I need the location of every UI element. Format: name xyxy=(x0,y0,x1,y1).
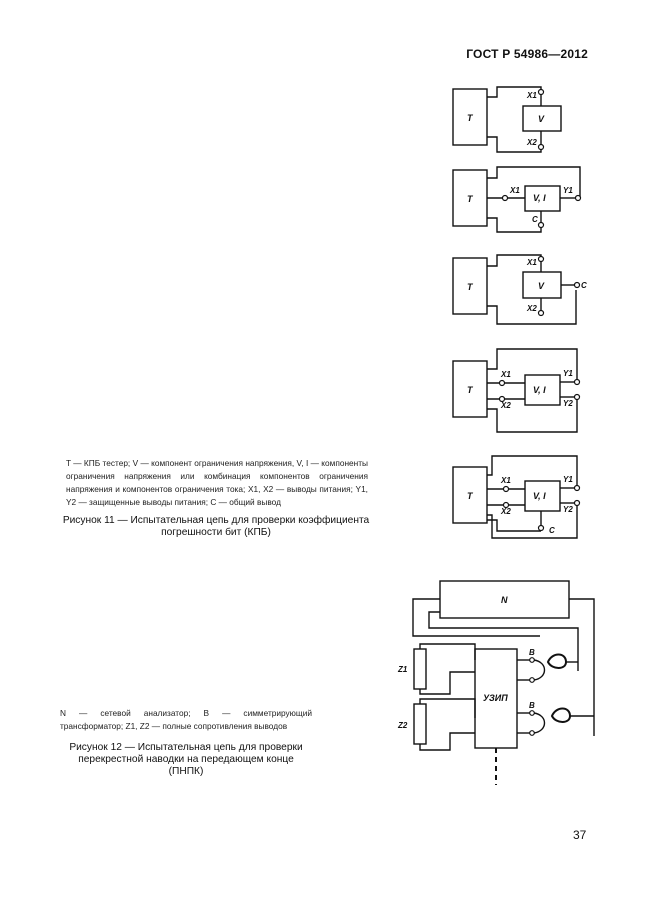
circuit-12: N УЗИП Z1 Z2 B B xyxy=(397,580,595,785)
balun-b-1 xyxy=(533,659,546,681)
device-label: УЗИП xyxy=(483,693,508,703)
analyzer-label: N xyxy=(501,595,508,605)
y2-label: Y2 xyxy=(563,399,573,408)
circuit-11a: T V X1 X2 xyxy=(452,86,562,153)
figure-11-legend: T — КПБ тестер; V — компонент ограничени… xyxy=(66,458,368,507)
balun-b-2 xyxy=(533,712,546,734)
x2-label: X2 xyxy=(500,507,511,516)
vi-label: V, I xyxy=(533,193,546,203)
b-label-1: B xyxy=(529,648,535,657)
figure-12-caption: Рисунок 12 — Испытательная цепь для пров… xyxy=(69,742,303,777)
x1-label: X1 xyxy=(526,258,537,267)
x1-label: X1 xyxy=(500,476,511,485)
tester-box xyxy=(452,88,488,146)
circuit-11b: T V, I X1 Y1 C xyxy=(452,166,582,233)
figure-11-caption: Рисунок 11 — Испытательная цепь для пров… xyxy=(62,515,370,538)
tester-box xyxy=(452,360,488,418)
z1-impedance xyxy=(413,648,427,690)
b-label-2: B xyxy=(529,701,535,710)
tester-box xyxy=(452,257,488,315)
tester-label: T xyxy=(467,282,474,292)
tester-label: T xyxy=(467,113,474,123)
x2-label: X2 xyxy=(500,401,511,410)
y1-label: Y1 xyxy=(563,369,573,378)
x1-label: X1 xyxy=(500,370,511,379)
y1-label: Y1 xyxy=(563,186,573,195)
circuit-11c: T V X1 X2 C xyxy=(452,254,587,325)
figure-12-legend: N — сетевой анализатор; B — симметрирующ… xyxy=(60,708,312,731)
c-label: C xyxy=(549,526,555,535)
x2-label: X2 xyxy=(526,304,537,313)
tester-box xyxy=(452,466,488,524)
z2-impedance xyxy=(413,703,427,745)
tester-label: T xyxy=(467,385,474,395)
vi-box xyxy=(524,480,561,512)
x1-label: X1 xyxy=(509,186,520,195)
vi-label: V, I xyxy=(533,385,546,395)
y1-label: Y1 xyxy=(563,475,573,484)
circuit-11e: T V, I X1 X2 Y1 Y2 C xyxy=(452,455,581,539)
z1-label: Z1 xyxy=(397,665,408,674)
vi-box xyxy=(524,374,561,406)
x2-label: X2 xyxy=(526,138,537,147)
c-label: C xyxy=(581,281,587,290)
v-label: V xyxy=(538,114,545,124)
tester-label: T xyxy=(467,491,474,501)
y2-label: Y2 xyxy=(563,505,573,514)
v-box xyxy=(522,105,562,132)
tester-label: T xyxy=(467,194,474,204)
x1-label: X1 xyxy=(526,91,537,100)
page-number: 37 xyxy=(573,828,587,842)
standard-header: ГОСТ Р 54986—2012 xyxy=(466,47,588,61)
v-label: V xyxy=(538,281,545,291)
c-label: C xyxy=(532,215,538,224)
z2-label: Z2 xyxy=(397,721,408,730)
vi-label: V, I xyxy=(533,491,546,501)
circuit-11d: T V, I X1 X2 Y1 Y2 xyxy=(452,348,581,433)
